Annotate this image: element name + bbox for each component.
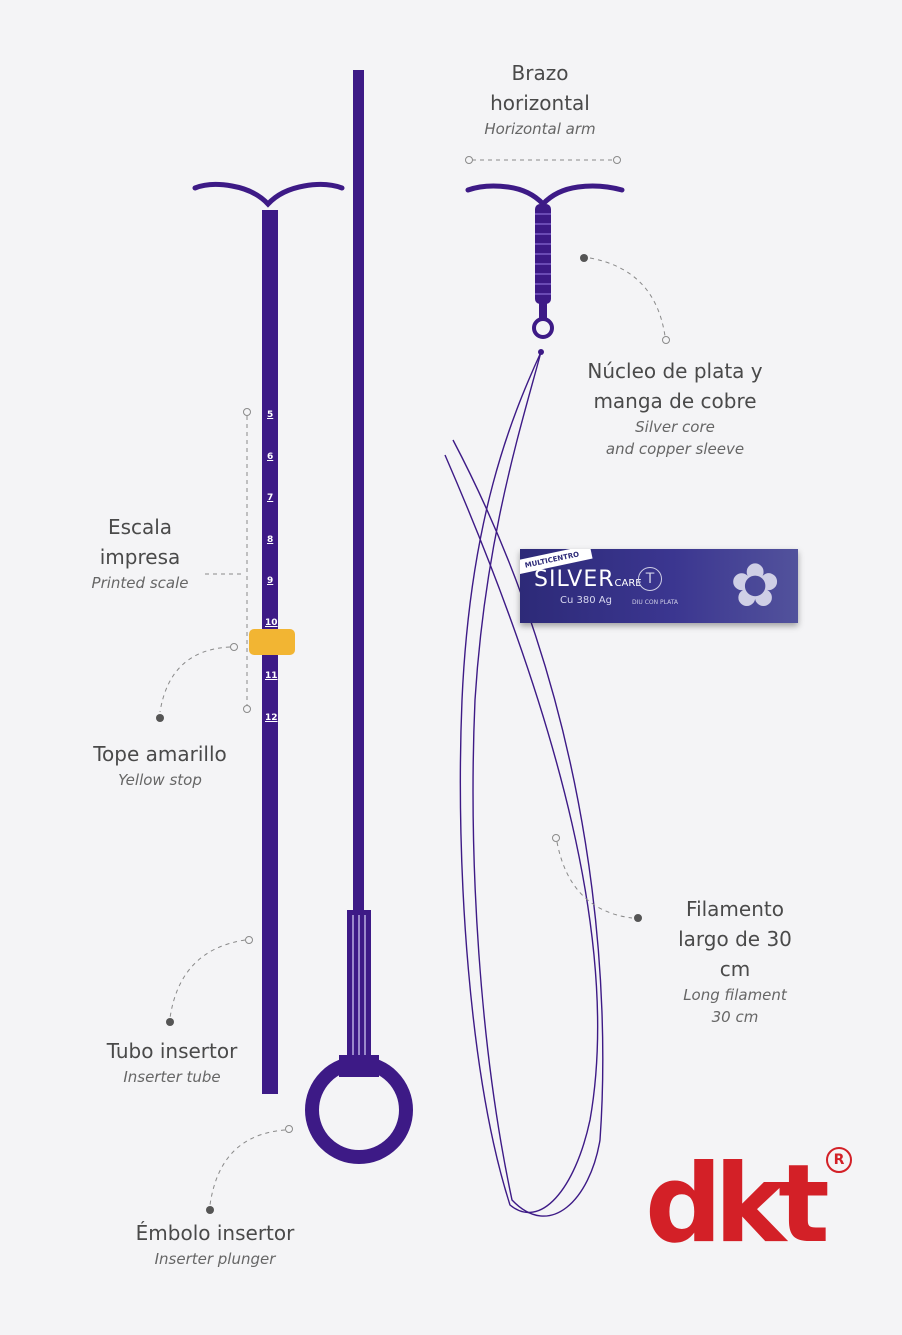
scale-mark: 10 (265, 617, 278, 628)
package-small-text: DIU CON PLATA (632, 599, 679, 606)
label-es: Filamento (686, 897, 784, 921)
leader-filament-ring (552, 834, 560, 842)
label-es: horizontal (490, 91, 590, 115)
label-en: Printed scale (91, 574, 189, 592)
label-es: cm (719, 957, 751, 981)
label-en: Inserter tube (123, 1068, 221, 1086)
label-yellow-stop: Tope amarillo Yellow stop (70, 739, 250, 791)
label-es: largo de 30 (678, 927, 792, 951)
package-brand-suffix: CARE (614, 578, 642, 589)
leader-core-ring (662, 336, 670, 344)
scale-mark: 9 (267, 576, 274, 586)
leader-stop (159, 646, 231, 713)
label-en: Horizontal arm (484, 120, 596, 138)
package-brand: SILVERCARE (534, 567, 642, 592)
label-horizontal-arm: Brazo horizontal Horizontal arm (440, 58, 640, 140)
label-filament: Filamento largo de 30 cm Long filament 3… (640, 894, 830, 1028)
arm-dimension-line (465, 156, 621, 164)
leader-core (589, 257, 666, 337)
label-plunger: Émbolo insertor Inserter plunger (110, 1218, 320, 1270)
label-es: Émbolo insertor (135, 1221, 295, 1245)
label-es: Tubo insertor (106, 1039, 238, 1063)
leader-stop-dot (156, 714, 164, 722)
leader-plunger (209, 1129, 286, 1206)
scale-mark: 6 (267, 451, 274, 462)
hibiscus-flower-icon: ✿ (730, 551, 781, 621)
leader-plunger-dot (206, 1206, 214, 1214)
package-brand-main: SILVER (534, 567, 615, 592)
leader-tube-dot (166, 1018, 174, 1026)
scale-mark: 5 (267, 410, 274, 420)
package-subtitle: Cu 380 Ag (560, 595, 612, 606)
label-es: manga de cobre (593, 389, 757, 413)
label-en: Silver core (635, 418, 715, 436)
leader-plunger-ring (285, 1125, 293, 1133)
label-core: Núcleo de plata y manga de cobre Silver … (560, 356, 790, 460)
iud-stem (539, 300, 547, 318)
plunger-rod (353, 70, 364, 912)
label-en: 30 cm (711, 1008, 759, 1026)
scale-mark: 7 (267, 493, 274, 503)
product-package: MULTICENTRO SILVERCARE Cu 380 Ag T DIU C… (520, 549, 798, 623)
yellow-stop (249, 629, 295, 655)
registered-mark-icon: R (826, 1147, 852, 1173)
leader-tube (169, 939, 246, 1019)
package-t-icon: T (638, 567, 662, 591)
label-inserter-tube: Tubo insertor Inserter tube (82, 1036, 262, 1088)
leader-filament (556, 841, 633, 919)
label-es: Núcleo de plata y (587, 359, 763, 383)
right-iud-arm (465, 183, 625, 208)
label-en: Inserter plunger (154, 1250, 276, 1268)
leader-core-dot (580, 254, 588, 262)
label-es: Tope amarillo (93, 742, 227, 766)
dkt-logo: dkt (645, 1142, 830, 1267)
plunger-grip (347, 910, 371, 1060)
filament (444, 351, 604, 1217)
scale-mark: 11 (265, 671, 278, 681)
label-es: impresa (99, 545, 181, 569)
label-en: and copper sleeve (605, 440, 745, 458)
label-es: Brazo (511, 61, 569, 85)
plunger-ring (305, 1056, 413, 1164)
iud-loop (532, 317, 554, 339)
label-es: Escala (107, 515, 173, 539)
label-scale: Escala impresa Printed scale (60, 512, 220, 594)
scale-dimension-line (205, 408, 251, 713)
scale-mark: 12 (265, 712, 278, 723)
label-en: Long filament (683, 986, 787, 1004)
leader-filament-dot (634, 914, 642, 922)
leader-stop-ring (230, 643, 238, 651)
scale-mark: 8 (267, 534, 274, 545)
left-iud-arm (192, 181, 345, 208)
copper-sleeve (535, 204, 551, 304)
label-en: Yellow stop (118, 771, 202, 789)
leader-tube-ring (245, 936, 253, 944)
